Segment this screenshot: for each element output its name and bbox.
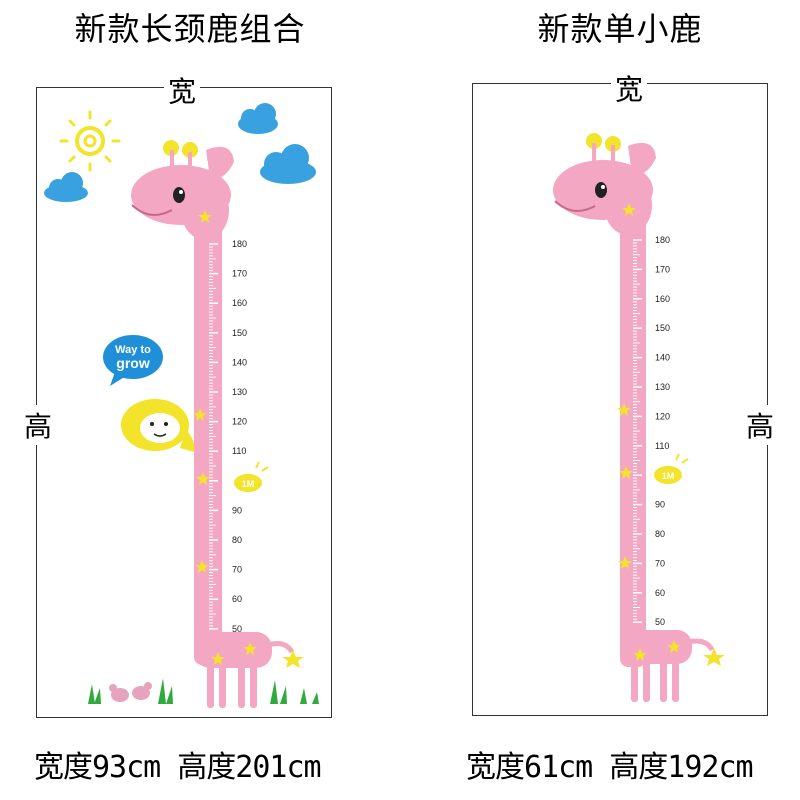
- ruler-label: 160: [232, 298, 247, 308]
- svg-text:1M: 1M: [242, 479, 255, 489]
- width-label-right: 宽: [611, 68, 648, 108]
- giraffe-neck: [194, 215, 222, 665]
- giraffe-body: [194, 632, 272, 668]
- ruler-label: 90: [232, 505, 242, 515]
- ruler-label: 170: [232, 269, 247, 279]
- ruler-label: 140: [655, 353, 670, 363]
- size-caption-left: 宽度93cm 高度201cm: [34, 750, 322, 785]
- ruler-label: 80: [655, 529, 665, 539]
- giraffe-legs-right: [631, 662, 679, 702]
- ruler-label: 50: [232, 624, 242, 634]
- ruler-label: 90: [655, 500, 665, 510]
- star-icons: [193, 210, 304, 668]
- sun-icon: [59, 110, 121, 172]
- title-left: 新款长颈鹿组合: [74, 10, 306, 48]
- ruler-right: 180 170 160 150 140 130 120 110 90 80 70 60 50: [633, 235, 670, 627]
- ruler-label: 170: [655, 264, 670, 274]
- giraffe-head-right: [553, 133, 656, 235]
- svg-text:1M: 1M: [662, 471, 675, 481]
- ruler-label: 120: [655, 411, 670, 421]
- ruler-label: 70: [232, 565, 242, 575]
- ruler-label: 150: [232, 328, 247, 338]
- speech-bubble: Way to grow: [103, 335, 163, 386]
- grass-icons: [88, 678, 319, 704]
- cloud-icon-1: [238, 103, 278, 134]
- svg-text:grow: grow: [116, 355, 150, 371]
- giraffe-legs: [207, 666, 257, 708]
- title-right: 新款单小鹿: [537, 10, 703, 48]
- height-label-right: 高: [742, 405, 779, 445]
- ruler-label: 110: [232, 446, 246, 456]
- ruler-label: 130: [655, 382, 670, 392]
- ruler-label: 110: [655, 441, 669, 451]
- ruler-label: 150: [655, 323, 670, 333]
- height-label-left: 高: [20, 405, 57, 445]
- ruler-label: 140: [232, 357, 247, 367]
- right-artwork: 180 170 160 150 140 130 120 110 90 80 70 60 50 1M: [553, 133, 725, 702]
- monkey-icon: [121, 399, 195, 452]
- ruler-label: 50: [655, 617, 665, 627]
- ruler-label: 70: [655, 558, 665, 568]
- giraffe-body-right: [620, 630, 692, 664]
- badge-1m-right: 1M: [654, 453, 689, 484]
- ruler-label: 180: [655, 235, 670, 245]
- svg-text:Way to: Way to: [115, 344, 151, 356]
- star-icons-right: [617, 203, 725, 666]
- ruler-left: 180 170 160 150 140 130 120 110 90 80 70 60 50: [209, 239, 247, 634]
- width-label-left: 宽: [164, 70, 201, 110]
- ruler-label: 80: [232, 535, 242, 545]
- giraffe-neck-right: [620, 215, 646, 667]
- ruler-label: 160: [655, 294, 670, 304]
- ruler-label: 180: [232, 239, 247, 249]
- ruler-label: 120: [232, 417, 247, 427]
- ruler-label: 60: [232, 594, 242, 604]
- bird-icons: [109, 682, 152, 702]
- giraffe-head: [131, 140, 234, 240]
- badge-1m: 1M: [234, 461, 269, 492]
- cloud-icon-2: [260, 144, 316, 184]
- left-artwork: 180 170 160 150 140 130 120 110 90 80 70 60 50 Way t…: [44, 103, 319, 708]
- size-caption-right: 宽度61cm 高度192cm: [466, 750, 754, 785]
- ruler-label: 60: [655, 588, 665, 598]
- cloud-icon-3: [44, 172, 88, 202]
- ruler-label: 130: [232, 387, 247, 397]
